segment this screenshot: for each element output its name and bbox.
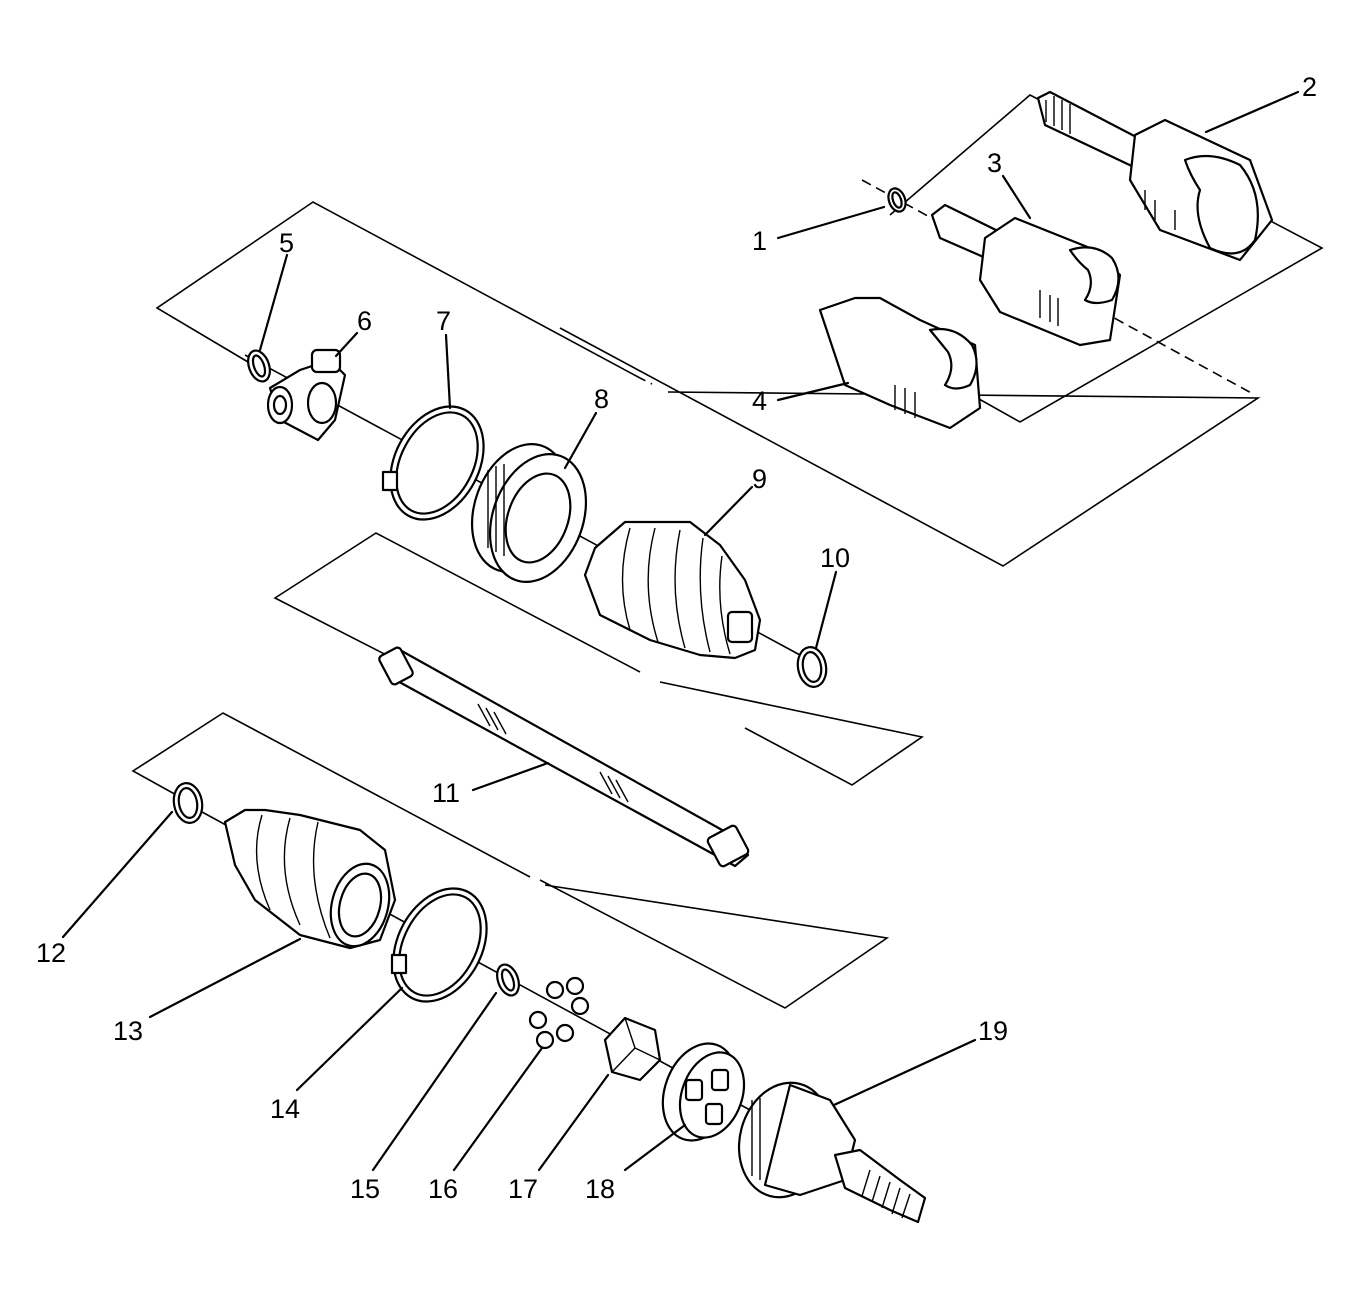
callout-3: 3 (987, 148, 1002, 178)
part-1-retaining-ring (887, 187, 907, 213)
part-3-spider-shaft (930, 203, 1122, 347)
group-frame-outer-seal-kit (131, 712, 890, 1009)
callout-7: 7 (436, 306, 451, 336)
callout-10: 10 (820, 543, 850, 573)
part-19-outer-housing (737, 1081, 927, 1224)
group-frame-shaft (273, 532, 924, 786)
callout-12: 12 (36, 938, 66, 968)
callout-18: 18 (585, 1174, 615, 1204)
part-5-retaining-ring (247, 349, 271, 383)
part-14-clamp (390, 887, 488, 1003)
callout-19: 19 (978, 1016, 1008, 1046)
callout-8: 8 (594, 384, 609, 414)
callout-16: 16 (428, 1174, 458, 1204)
callout-9: 9 (752, 464, 767, 494)
callout-labels: 1 2 3 4 5 6 7 8 9 10 11 12 13 14 15 16 1… (36, 72, 1317, 1204)
part-12-clamp (172, 782, 204, 824)
part-2-housing (1036, 90, 1274, 262)
part-16-balls (528, 976, 590, 1050)
callout-1: 1 (752, 226, 767, 256)
part-10-clamp (796, 646, 828, 688)
callout-15: 15 (350, 1174, 380, 1204)
callout-14: 14 (270, 1094, 300, 1124)
part-9-inner-boot (583, 520, 762, 660)
callout-2: 2 (1302, 72, 1317, 102)
callout-11: 11 (432, 778, 460, 808)
callout-17: 17 (508, 1174, 538, 1204)
callout-6: 6 (357, 306, 372, 336)
part-18-cage (661, 1042, 746, 1142)
callout-13: 13 (113, 1016, 143, 1046)
part-11-axle-shaft (378, 646, 750, 868)
part-7-clamp (381, 405, 485, 521)
callout-4: 4 (752, 386, 767, 416)
callout-5: 5 (279, 228, 294, 258)
part-17-inner-race (603, 1016, 662, 1082)
callout-leaders (61, 90, 1300, 1172)
part-13-outer-boot (223, 808, 397, 950)
part-8-seal-retainer (470, 442, 588, 584)
part-15-retaining-ring (496, 963, 520, 997)
part-4-trunnion (818, 296, 982, 430)
part-6-spider (266, 348, 347, 442)
